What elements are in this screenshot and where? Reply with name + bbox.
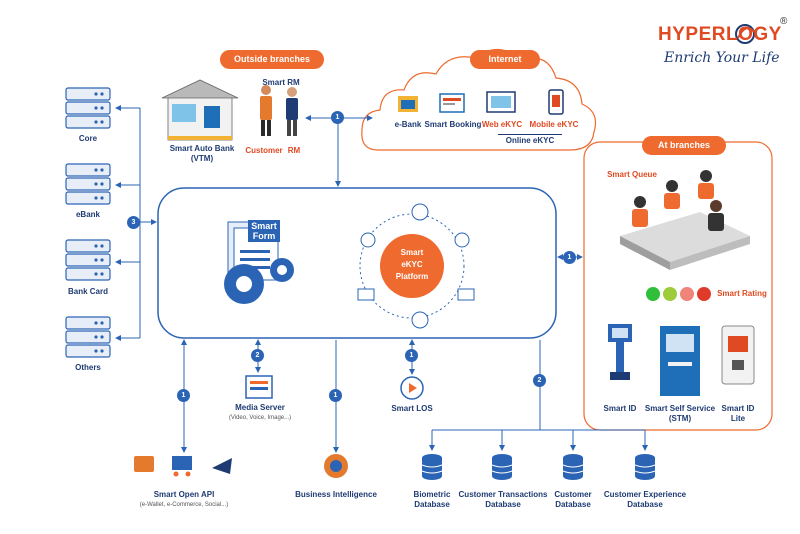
step-marker: 1	[329, 389, 342, 402]
smart-id-label: Smart ID	[603, 404, 637, 413]
smart-form-label: Smart Form	[248, 220, 280, 242]
plane-icon	[212, 458, 232, 474]
brand-name: HYPERLOGY	[658, 24, 782, 45]
smart-queue-illustration	[620, 170, 750, 270]
face-icon	[411, 203, 429, 221]
smart-id-lite-kiosk	[721, 325, 755, 385]
smart-booking-icon	[439, 93, 465, 113]
server-label-bank-card: Bank Card	[67, 287, 108, 296]
smart-form-line2: Form	[252, 231, 276, 241]
smart-id-kiosk	[608, 324, 632, 380]
bank-building-icon	[161, 79, 239, 141]
registered-mark: ®	[780, 16, 788, 27]
db-line2: Database	[627, 500, 663, 509]
open-api-sub: (e-Wallet, e-Commerce, Social...)	[139, 502, 229, 508]
ekyc-line1: Smart	[400, 248, 424, 257]
server-label-ebank: eBank	[75, 210, 100, 219]
step-marker: 1	[331, 111, 344, 124]
at-branches-badge: At branches	[642, 136, 726, 155]
logo-globe-icon	[735, 24, 755, 44]
web-ekyc-label: Web eKYC	[481, 120, 523, 129]
ebank-label: e-Bank	[394, 120, 422, 129]
open-api-title: Smart Open API	[153, 490, 215, 499]
customer-label: Customer	[245, 146, 283, 155]
business-intelligence-icon	[324, 454, 348, 478]
smart-rating-faces	[646, 287, 711, 301]
open-api-label: Smart Open API (e-Wallet, e-Commerce, So…	[124, 490, 244, 510]
smart-los-label: Smart LOS	[391, 404, 433, 413]
rm-label: RM	[287, 146, 301, 155]
touch-icon	[454, 232, 470, 248]
database-icon	[422, 454, 655, 480]
media-server-label: Media Server (Video, Voice, Image...)	[214, 403, 306, 423]
id-card-icon	[457, 288, 475, 301]
internet-badge: Internet	[470, 50, 540, 69]
smart-id-lite-label: Smart ID Lite	[718, 404, 758, 424]
ekyc-core	[380, 234, 444, 298]
media-server-icon	[245, 375, 273, 399]
vtm-label: Smart Auto Bank (VTM)	[156, 144, 248, 164]
cart-icon	[172, 456, 192, 477]
server-label-core: Core	[78, 134, 98, 143]
step-marker: 1	[405, 349, 418, 362]
ekyc-line3: Platform	[395, 272, 429, 281]
fingerprint-icon	[411, 311, 429, 329]
step-marker: 1	[563, 251, 576, 264]
step-marker: 1	[177, 389, 190, 402]
db-line1: Customer	[554, 490, 592, 499]
step-marker: 3	[127, 216, 140, 229]
step-marker: 2	[251, 349, 264, 362]
wallet-icon	[134, 456, 154, 472]
server-label-others: Others	[75, 363, 101, 372]
outside-branches-badge: Outside branches	[220, 50, 324, 69]
mobile-ekyc-label: Mobile eKYC	[529, 120, 579, 129]
vtm-label-line2: (VTM)	[190, 154, 214, 163]
db-line1: Customer Experience	[603, 490, 687, 499]
stm-label: Smart Self Service (STM)	[644, 404, 716, 424]
platform-box	[157, 187, 557, 339]
media-server-title: Media Server	[235, 403, 285, 412]
server-icon	[65, 87, 111, 358]
stm-line1: Smart Self Service	[644, 404, 716, 413]
smart-rm-label: Smart RM	[262, 78, 300, 87]
id-lite-line2: Lite	[730, 414, 746, 423]
mobile-ekyc-icon	[548, 89, 564, 115]
stm-line2: (STM)	[668, 414, 692, 423]
online-ekyc-label: Online eKYC	[498, 134, 562, 146]
ebank-icon	[398, 96, 418, 112]
db-line1: Biometric	[413, 490, 451, 499]
smart-los-icon	[400, 376, 424, 400]
stm-kiosk	[660, 326, 700, 396]
ekyc-platform-label: Smart eKYC Platform	[380, 247, 444, 283]
db-line2: Database	[414, 500, 450, 509]
customer-rm-icon	[260, 85, 298, 136]
db-line1: Customer Transactions	[458, 490, 548, 499]
id-card-icon	[357, 288, 375, 301]
smart-form-line1: Smart	[251, 221, 277, 231]
step-marker: 2	[533, 374, 546, 387]
db-line2: Database	[485, 500, 521, 509]
eye-icon	[360, 232, 376, 248]
vtm-label-line1: Smart Auto Bank	[169, 144, 235, 153]
ekyc-line2: eKYC	[401, 260, 423, 269]
gear-icon	[224, 258, 294, 304]
brand-tagline: Enrich Your Life	[664, 50, 780, 66]
smart-queue-label: Smart Queue	[607, 170, 657, 179]
db-line2: Database	[555, 500, 591, 509]
web-ekyc-icon	[486, 91, 516, 113]
smart-rating-label: Smart Rating	[717, 289, 767, 298]
smart-booking-label: Smart Booking	[424, 120, 482, 129]
brand-logo: HYPERLOGY ® Enrich Your Life	[658, 16, 788, 74]
id-lite-line1: Smart ID	[721, 404, 755, 413]
media-server-sub: (Video, Voice, Image...)	[228, 415, 292, 421]
bi-label: Business Intelligence	[295, 490, 377, 499]
